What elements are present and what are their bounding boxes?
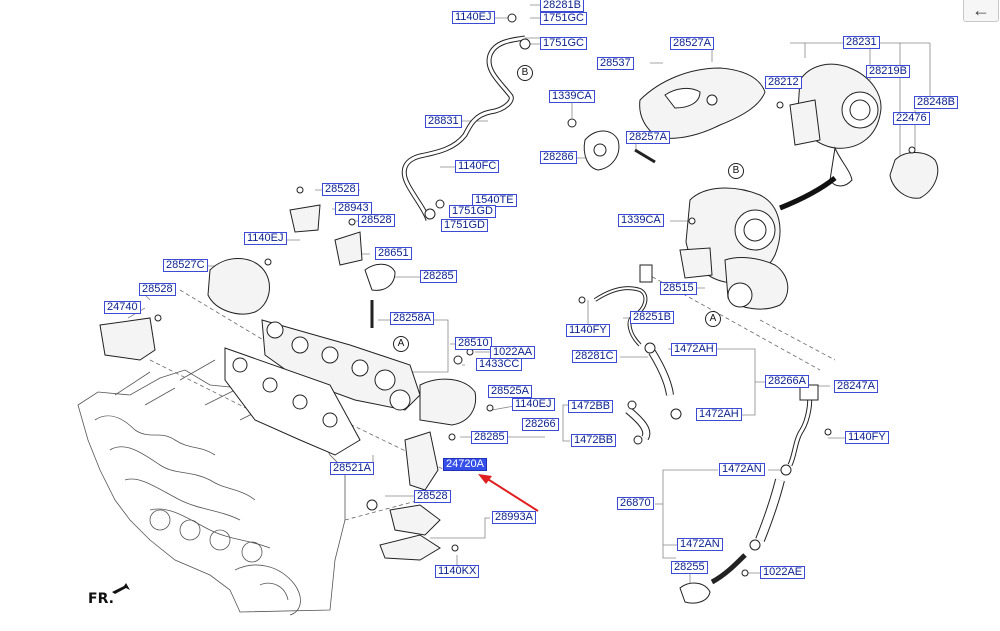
part-label[interactable]: 28537 — [597, 57, 634, 70]
ref-a-circle: A — [705, 311, 721, 327]
part-label[interactable]: 28212 — [765, 76, 802, 89]
part-label[interactable]: 1140EJ — [452, 11, 495, 24]
part-label[interactable]: 1022AE — [760, 566, 806, 579]
part-label[interactable]: 24740 — [104, 301, 141, 314]
part-label[interactable]: 28219B — [866, 65, 910, 78]
part-label[interactable]: 1472BB — [568, 400, 614, 413]
part-label[interactable]: 28528 — [414, 490, 451, 503]
part-label[interactable]: 1140EJ — [244, 232, 287, 245]
back-button[interactable]: ← — [963, 0, 999, 22]
turbocharger-upper — [776, 63, 939, 199]
part-label[interactable]: 28248B — [914, 96, 958, 109]
part-label[interactable]: 1140FY — [845, 431, 889, 444]
part-label[interactable]: 28281C — [572, 350, 617, 363]
part-label[interactable]: 28993A — [492, 511, 536, 524]
part-label[interactable]: 1751GC — [540, 37, 587, 50]
ref-b-circle: B — [517, 65, 533, 81]
turbocharger-main — [679, 187, 789, 310]
part-label[interactable]: 1433CC — [476, 358, 523, 371]
oil-return-pipes — [578, 264, 682, 445]
front-arrow-icon — [112, 583, 130, 594]
part-label[interactable]: 22476 — [893, 112, 930, 125]
part-label[interactable]: 28510 — [455, 337, 492, 350]
gasket-28257a — [567, 118, 656, 171]
part-label[interactable]: 28528 — [358, 214, 395, 227]
part-label[interactable]: 28266A — [765, 375, 809, 388]
part-label[interactable]: 28527A — [670, 37, 714, 50]
part-label[interactable]: 28231 — [843, 36, 880, 49]
part-label[interactable]: 1472AH — [671, 343, 717, 356]
brackets-mid — [366, 378, 494, 561]
part-label-selected[interactable]: 24720A — [443, 458, 487, 471]
engine-block-outline — [77, 359, 346, 616]
part-label[interactable]: 28257A — [626, 131, 670, 144]
part-label[interactable]: 28528 — [139, 283, 176, 296]
direction-arrow — [779, 176, 837, 211]
part-label[interactable]: 1751GD — [441, 219, 488, 232]
part-label[interactable]: 1140FY — [566, 324, 610, 337]
part-label[interactable]: 1751GC — [540, 12, 587, 25]
part-label[interactable]: 28527C — [163, 259, 208, 272]
part-label[interactable]: 28651 — [375, 247, 412, 260]
part-label[interactable]: 1472AN — [719, 463, 765, 476]
part-label[interactable]: 28258A — [390, 312, 434, 325]
part-label[interactable]: 28281B — [540, 0, 584, 12]
part-label[interactable]: 1140FC — [455, 160, 500, 173]
oil-feed-pipe — [401, 13, 531, 221]
part-label[interactable]: 1751GD — [449, 205, 496, 218]
part-label[interactable]: 1339CA — [549, 90, 595, 103]
front-orientation-label: FR. — [88, 591, 114, 607]
part-label[interactable]: 1472AH — [696, 408, 742, 421]
part-label[interactable]: 28247A — [834, 380, 878, 393]
part-label[interactable]: 1472BB — [571, 434, 617, 447]
part-label[interactable]: 1339CA — [618, 214, 664, 227]
part-label[interactable]: 28285 — [420, 270, 457, 283]
arrow-left-icon: ← — [972, 0, 990, 20]
part-label[interactable]: 28255 — [671, 561, 708, 574]
part-label[interactable]: 28521A — [330, 462, 374, 475]
part-label[interactable]: 28285 — [471, 431, 508, 444]
part-label[interactable]: 28831 — [425, 115, 462, 128]
part-label[interactable]: 1140EJ — [512, 398, 555, 411]
exhaust-manifold — [224, 300, 474, 456]
part-label[interactable]: 1472AN — [677, 538, 723, 551]
ref-a-circle: A — [393, 336, 409, 352]
selection-arrow — [478, 474, 539, 512]
part-label[interactable]: 28525A — [488, 385, 532, 398]
part-label[interactable]: 28528 — [322, 183, 359, 196]
part-label[interactable]: 28251B — [630, 311, 674, 324]
ref-b-circle: B — [728, 163, 744, 179]
heat-shield-top — [639, 67, 766, 139]
part-label[interactable]: 1140KX — [435, 565, 480, 578]
part-label[interactable]: 28286 — [540, 151, 577, 164]
brackets-left — [99, 186, 396, 361]
part-label[interactable]: 28515 — [660, 282, 697, 295]
part-label[interactable]: 28943 — [335, 202, 372, 215]
part-label[interactable]: 28266 — [522, 418, 559, 431]
coolant-pipe — [679, 384, 832, 604]
part-label[interactable]: 26870 — [617, 497, 654, 510]
